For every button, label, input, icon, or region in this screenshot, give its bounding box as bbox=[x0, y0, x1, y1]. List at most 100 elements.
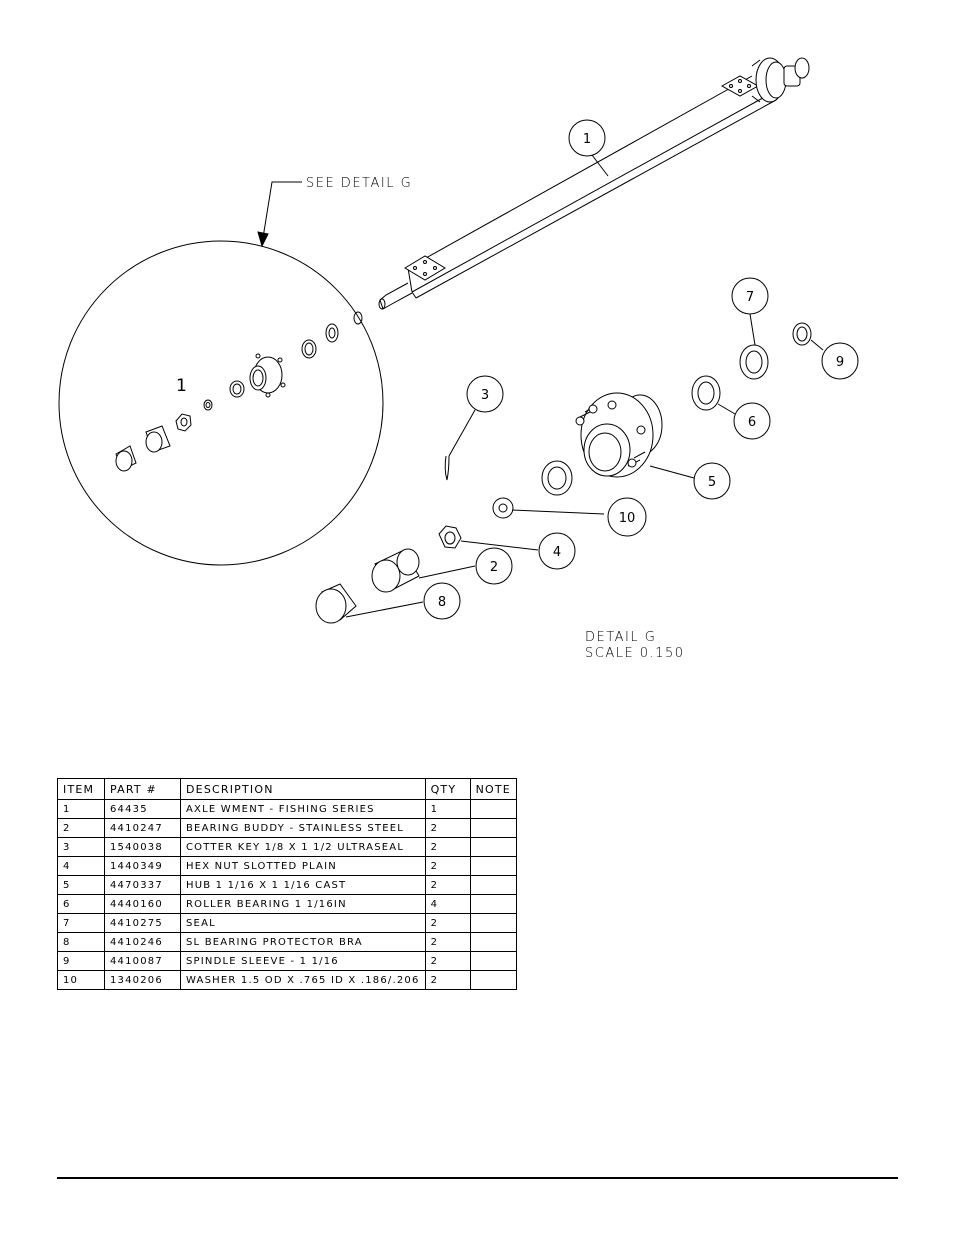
footer-rule bbox=[57, 1177, 898, 1179]
col-note: NOTE bbox=[469, 778, 517, 800]
balloon-7: 7 bbox=[731, 277, 769, 315]
leader-6 bbox=[717, 403, 736, 415]
part-roller-bearing bbox=[691, 375, 721, 411]
part-washer bbox=[492, 497, 514, 519]
cell-qty: 2 bbox=[424, 856, 471, 876]
leader-2 bbox=[418, 565, 476, 579]
leader-3 bbox=[448, 409, 476, 457]
cell-qty: 2 bbox=[424, 837, 471, 857]
cell-qty: 1 bbox=[424, 799, 471, 819]
cell-item: 9 bbox=[57, 951, 105, 971]
cell-note bbox=[469, 818, 517, 838]
part-spindle-sleeve bbox=[792, 322, 812, 346]
balloon-3: 3 bbox=[466, 375, 504, 413]
cell-qty: 2 bbox=[424, 932, 471, 952]
cell-item: 1 bbox=[57, 799, 105, 819]
table-row: 9 4410087 SPINDLE SLEEVE - 1 1/16 2 bbox=[57, 951, 517, 971]
leader-8 bbox=[345, 601, 424, 618]
cell-desc: COTTER KEY 1/8 X 1 1/2 ULTRASEAL bbox=[180, 837, 426, 857]
cell-part: 4410246 bbox=[104, 932, 181, 952]
cell-item: 3 bbox=[57, 837, 105, 857]
parts-list-table: ITEM PART # DESCRIPTION QTY NOTE 1 64435… bbox=[57, 778, 517, 990]
balloon-label: 3 bbox=[481, 388, 489, 403]
balloon-5: 5 bbox=[693, 462, 731, 500]
balloon-1: 1 bbox=[568, 119, 606, 157]
leader-4 bbox=[460, 540, 539, 551]
col-item: ITEM bbox=[57, 778, 105, 800]
cell-note bbox=[469, 799, 517, 819]
cell-item: 7 bbox=[57, 913, 105, 933]
balloon-label: 2 bbox=[490, 560, 498, 575]
cell-item: 4 bbox=[57, 856, 105, 876]
leader-9 bbox=[810, 339, 824, 351]
cell-item: 10 bbox=[57, 970, 105, 990]
leader-arrowhead bbox=[257, 231, 269, 248]
table-header-row: ITEM PART # DESCRIPTION QTY NOTE bbox=[57, 778, 517, 800]
balloon-label: 1 bbox=[583, 132, 591, 147]
balloon-label: 7 bbox=[746, 290, 754, 305]
cell-part: 4410087 bbox=[104, 951, 181, 971]
cell-part: 4440160 bbox=[104, 894, 181, 914]
cell-item: 8 bbox=[57, 932, 105, 952]
part-cotter-key bbox=[444, 455, 450, 481]
table-row: 4 1440349 HEX NUT SLOTTED PLAIN 2 bbox=[57, 856, 517, 876]
balloon-8: 8 bbox=[423, 582, 461, 620]
balloon-label: 8 bbox=[438, 595, 446, 610]
cell-desc: HEX NUT SLOTTED PLAIN bbox=[180, 856, 426, 876]
cell-note bbox=[469, 894, 517, 914]
part-bearing-protector bbox=[315, 583, 357, 624]
col-part-number: PART # bbox=[104, 778, 181, 800]
table-row: 8 4410246 SL BEARING PROTECTOR BRA 2 bbox=[57, 932, 517, 952]
table-row: 2 4410247 BEARING BUDDY - STAINLESS STEE… bbox=[57, 818, 517, 838]
cell-note bbox=[469, 856, 517, 876]
balloon-9: 9 bbox=[821, 342, 859, 380]
balloon-label: 6 bbox=[748, 415, 756, 430]
balloon-label: 9 bbox=[836, 355, 844, 370]
cell-qty: 2 bbox=[424, 818, 471, 838]
cell-part: 1440349 bbox=[104, 856, 181, 876]
table-row: 7 4410275 SEAL 2 bbox=[57, 913, 517, 933]
table-row: 1 64435 AXLE WMENT - FISHING SERIES 1 bbox=[57, 799, 517, 819]
col-qty: QTY bbox=[424, 778, 471, 800]
cell-note bbox=[469, 951, 517, 971]
cell-part: 64435 bbox=[104, 799, 181, 819]
cell-desc: SEAL bbox=[180, 913, 426, 933]
leader-7 bbox=[749, 313, 756, 346]
see-detail-label: SEE DETAIL G bbox=[306, 176, 412, 191]
exploded-axle-drawing: 1 SEE DETAIL G 1 7 bbox=[58, 57, 859, 661]
leader-10 bbox=[511, 509, 605, 515]
cell-note bbox=[469, 875, 517, 895]
cell-part: 4470337 bbox=[104, 875, 181, 895]
balloon-label: 10 bbox=[619, 511, 636, 526]
detail-small-parts bbox=[115, 311, 363, 472]
axle-beam bbox=[378, 57, 810, 310]
table-row: 6 4440160 ROLLER BEARING 1 1/16IN 4 bbox=[57, 894, 517, 914]
detail-title: DETAIL G bbox=[585, 630, 656, 645]
balloon-10: 10 bbox=[607, 497, 647, 537]
cell-note bbox=[469, 913, 517, 933]
part-seal bbox=[739, 344, 769, 380]
leader-5 bbox=[649, 465, 695, 479]
cell-note bbox=[469, 970, 517, 990]
cell-item: 5 bbox=[57, 875, 105, 895]
cell-part: 4410247 bbox=[104, 818, 181, 838]
cell-qty: 2 bbox=[424, 951, 471, 971]
col-description: DESCRIPTION bbox=[180, 778, 426, 800]
balloon-4: 4 bbox=[538, 532, 576, 570]
cell-note bbox=[469, 837, 517, 857]
balloon-6: 6 bbox=[733, 402, 771, 440]
cell-note bbox=[469, 932, 517, 952]
cell-desc: HUB 1 1/16 X 1 1/16 CAST bbox=[180, 875, 426, 895]
cell-item: 2 bbox=[57, 818, 105, 838]
table-row: 10 1340206 WASHER 1.5 OD X .765 ID X .18… bbox=[57, 970, 517, 990]
cell-desc: BEARING BUDDY - STAINLESS STEEL bbox=[180, 818, 426, 838]
cell-part: 1540038 bbox=[104, 837, 181, 857]
cell-qty: 2 bbox=[424, 875, 471, 895]
cell-desc: SPINDLE SLEEVE - 1 1/16 bbox=[180, 951, 426, 971]
leader-1 bbox=[591, 154, 609, 177]
cell-qty: 4 bbox=[424, 894, 471, 914]
cell-qty: 2 bbox=[424, 970, 471, 990]
part-bearing-buddy bbox=[371, 548, 420, 593]
detail-circle bbox=[58, 240, 384, 566]
cell-desc: AXLE WMENT - FISHING SERIES bbox=[180, 799, 426, 819]
